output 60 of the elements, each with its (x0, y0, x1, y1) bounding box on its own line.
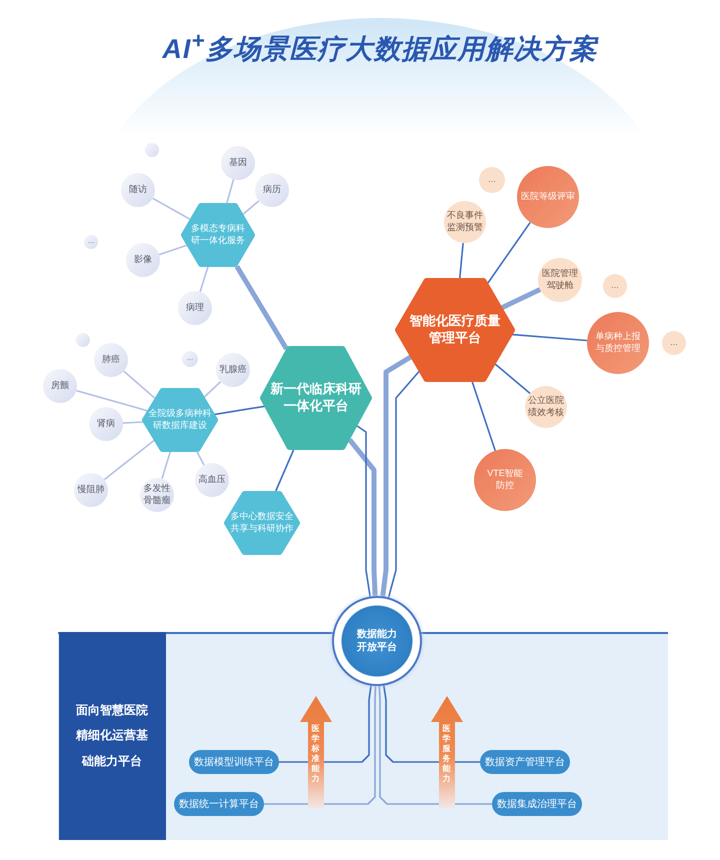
platform-pill: 数据资产管理平台 (480, 750, 570, 774)
connector-line (214, 406, 265, 416)
connector-line (196, 452, 205, 466)
connector-line (152, 198, 190, 220)
connector-line (199, 266, 209, 292)
connector-line (494, 363, 531, 394)
bubble: 不良事件监测预警 (444, 201, 486, 243)
hexagon-box: 智能化医疗质量管理平台 (395, 278, 515, 382)
connector-line (158, 244, 188, 256)
bubble: 慢阻肺 (74, 473, 108, 507)
platform-pill: 数据集成治理平台 (492, 792, 582, 816)
connector-line (123, 370, 156, 399)
platform-panel: 面向智慧医院精细化运营基础能力平台 (58, 632, 166, 840)
connector-line (472, 382, 496, 451)
bubble: 肾病 (89, 407, 123, 441)
connector-line (388, 370, 420, 598)
connector-line (76, 390, 148, 412)
connector-line (161, 452, 171, 479)
hexagon-box: 新一代临床科研一体化平台 (260, 346, 372, 450)
bubble: … (603, 274, 627, 298)
connector-line (226, 179, 234, 204)
bubble: … (662, 331, 686, 355)
connector-line (512, 334, 588, 342)
connector-line (378, 686, 492, 805)
hexagon-box: 多中心数据安全共享与科研协作 (224, 491, 300, 555)
bubble: 多发性骨髓瘤 (140, 478, 174, 512)
bubble: 房颤 (43, 369, 77, 403)
connector-line (356, 425, 371, 597)
connector-line (242, 200, 260, 215)
hexagon-box: 多模态专病科研一体化服务 (181, 203, 255, 267)
bubble: VTE智能防控 (474, 449, 536, 511)
connector-line (487, 222, 531, 284)
bubble: 病理 (178, 291, 212, 325)
connector-line (348, 438, 378, 596)
hexagon-box: 全院级多病种科研数据库建设 (142, 388, 218, 452)
connector-line (459, 242, 464, 278)
hub-circle: 数据能力开放平台 (332, 596, 422, 686)
bubble: 影像 (126, 243, 160, 277)
bubble: 肺癌 (94, 343, 128, 377)
connector-line (275, 450, 294, 492)
bubble: 医院管理驾驶舱 (538, 258, 582, 302)
title: AI$^{+}$多场景医疗大数据应用解决方案 (161, 28, 600, 66)
connector-line (383, 685, 480, 763)
bubble: 公立医院绩效考核 (525, 386, 567, 428)
bubble: 乳腺癌 (216, 353, 250, 387)
bubble: 单病种上报与质控管理 (587, 312, 649, 374)
bubble (76, 333, 90, 347)
connector-line (501, 287, 542, 310)
arrow-label: 医学标准能力 (311, 724, 320, 784)
connector-line (264, 686, 376, 805)
bubble: 高血压 (195, 463, 229, 497)
connector-line (104, 440, 155, 480)
connector-line (380, 354, 412, 597)
arrow-label: 医学服务能力 (442, 724, 451, 784)
connector-line (234, 265, 289, 350)
platform-pill: 数据统一计算平台 (174, 792, 264, 816)
connector-line (279, 686, 372, 763)
platform-pill: 数据模型训练平台 (189, 750, 279, 774)
connector-line (204, 381, 222, 398)
connector-line (122, 421, 144, 424)
